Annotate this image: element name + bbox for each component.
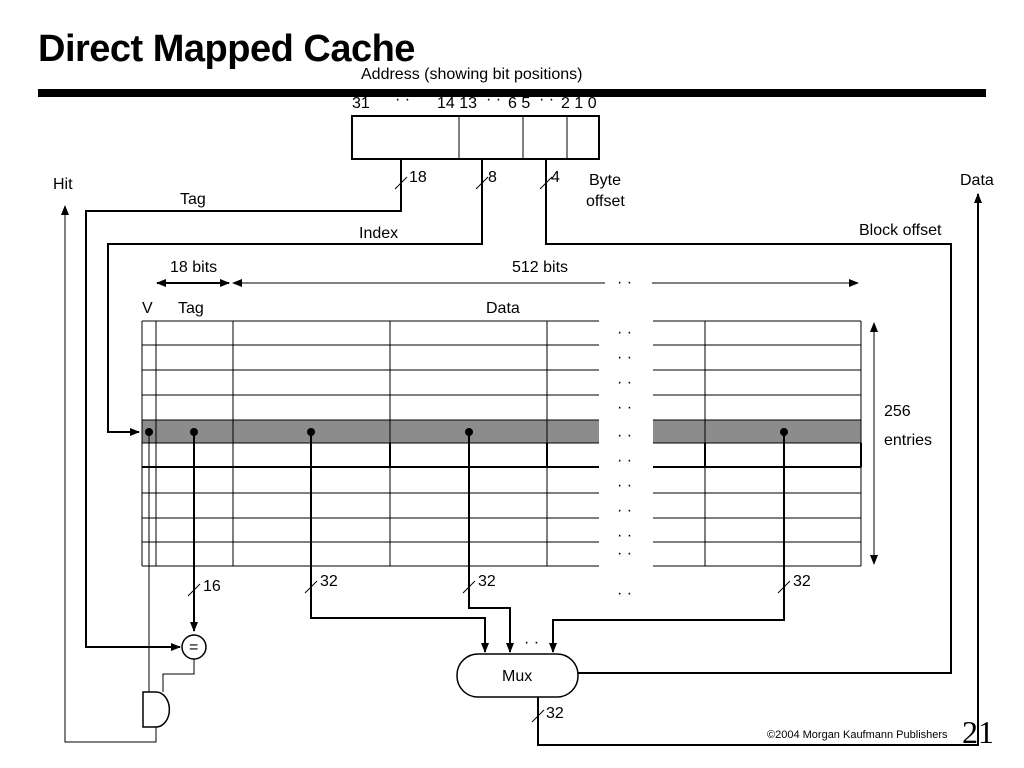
mux-input-dots: · ·	[524, 634, 539, 651]
offset-width-tick	[539, 176, 553, 190]
row-dots: · ·	[617, 477, 632, 494]
hit-label: Hit	[53, 176, 73, 193]
tag-width-label: 18	[409, 169, 427, 186]
tag-field-label: Tag	[180, 191, 206, 208]
index-width-tick	[475, 176, 489, 190]
copyright: ©2004 Morgan Kaufmann Publishers	[767, 729, 948, 741]
index-width-label: 8	[488, 169, 497, 186]
address-bits-6-5: 6 5	[508, 95, 530, 112]
address-dots-c: · ·	[539, 91, 554, 108]
word-wire	[468, 432, 514, 653]
selected-cache-row	[653, 420, 861, 443]
tag-width-tick	[394, 176, 408, 190]
word-width-tick	[462, 580, 476, 594]
row-dots: · ·	[617, 324, 632, 341]
block-offset-wire	[545, 159, 952, 674]
row-dots: · ·	[617, 502, 632, 519]
address-caption: Address (showing bit positions)	[361, 66, 582, 83]
row-dots: · ·	[617, 545, 632, 562]
address-bits-2-1-0: 2 1 0	[561, 95, 597, 112]
word-width-label: 32	[320, 573, 338, 590]
entries-label: entries	[884, 432, 932, 449]
address-register	[351, 115, 600, 160]
col-header-tag: Tag	[178, 300, 204, 317]
word-width-tick	[777, 580, 791, 594]
slide-title: Direct Mapped Cache	[38, 28, 415, 70]
title-rule	[38, 89, 986, 97]
comparator-symbol: =	[189, 639, 198, 656]
row-dots: · ·	[617, 585, 632, 602]
address-dots-a: · ·	[395, 91, 410, 108]
tag-bits-label: 18 bits	[170, 259, 217, 276]
row-dots: · ·	[617, 399, 632, 416]
entries-count: 256	[884, 403, 911, 420]
row-dots: · ·	[617, 527, 632, 544]
row-dots: · ·	[617, 349, 632, 366]
word-wire	[310, 432, 489, 653]
data-bits-label: 512 bits	[512, 259, 568, 276]
mux	[456, 653, 579, 698]
page-number: 21	[962, 714, 994, 750]
tag-wire	[85, 159, 402, 651]
data-output-wire	[537, 193, 982, 746]
address-bit-31: 31	[352, 95, 370, 112]
offset-width-label: 4	[551, 169, 560, 186]
compare-out-wire	[162, 659, 195, 692]
index-wire	[107, 159, 483, 436]
block-offset-label: Block offset	[859, 222, 942, 239]
selected-cache-row	[142, 420, 599, 443]
col-header-v: V	[142, 300, 153, 317]
and-gate	[142, 691, 171, 728]
word-width-tick	[304, 580, 318, 594]
word-wire	[549, 432, 785, 653]
byte-offset-label: offset	[586, 193, 625, 210]
address-bits-14-13: 14 13	[437, 95, 477, 112]
row-dots: · ·	[617, 452, 632, 469]
index-field-label: Index	[359, 225, 398, 242]
word-width-label: 32	[478, 573, 496, 590]
cmp-width-label: 16	[203, 578, 221, 595]
mux-out-width-label: 32	[546, 705, 564, 722]
row-dots: · ·	[617, 374, 632, 391]
mux-label: Mux	[502, 668, 532, 685]
col-header-data: Data	[486, 300, 520, 317]
address-dots-b: · ·	[486, 91, 501, 108]
hit-wire	[61, 205, 157, 743]
mux-out-width-tick	[531, 709, 545, 723]
row-dots: · ·	[617, 427, 632, 444]
cmp-width-tick	[187, 583, 201, 597]
word-width-label: 32	[793, 573, 811, 590]
cache-array	[141, 320, 862, 567]
data-bits-dots: · ·	[617, 274, 632, 291]
data-output-label: Data	[960, 172, 994, 189]
byte-offset-label: Byte	[589, 172, 621, 189]
